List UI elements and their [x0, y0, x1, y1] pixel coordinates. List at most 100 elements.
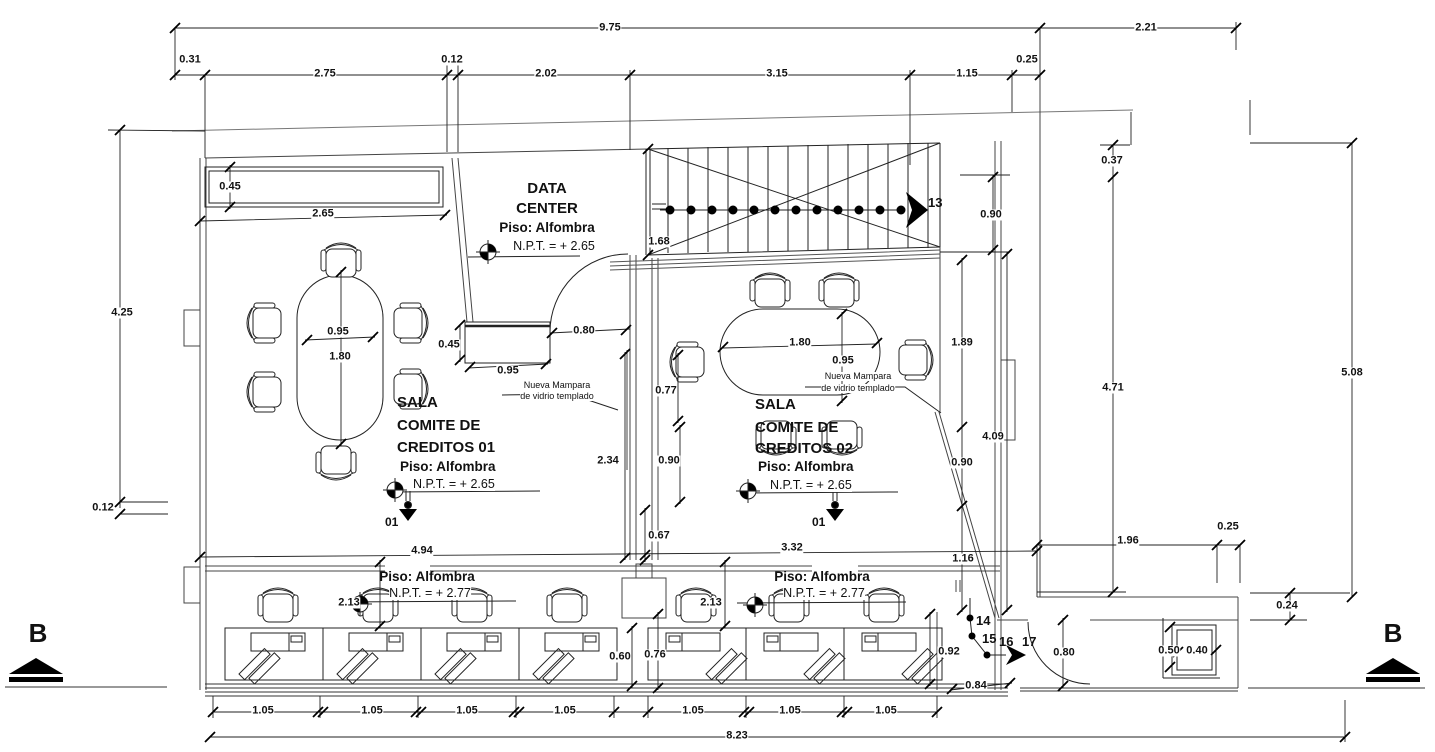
- room-label-sala-01: CREDITOS 01: [397, 439, 496, 456]
- level-marker: [382, 477, 408, 503]
- dim-label: 0.12: [91, 501, 115, 514]
- open-office-level-label: N.P.T. = + 2.77: [783, 586, 865, 600]
- dim-label: 1.05: [251, 704, 275, 717]
- dim-label: 1.89: [950, 336, 974, 349]
- dim-label: 0.37: [1100, 154, 1124, 167]
- glass-partition-note: de vidrio templado: [520, 391, 594, 401]
- dim-label: 0.45: [218, 180, 242, 193]
- room-floor-label: Piso: Alfombra: [400, 459, 496, 474]
- section-cut-symbol-left: [8, 657, 64, 683]
- dim-label: 2.75: [313, 67, 337, 80]
- dim-label: 0.60: [608, 650, 632, 663]
- dim-label: 2.13: [699, 596, 723, 609]
- dim-label: 0.84: [964, 679, 988, 692]
- dim-label: 0.95: [326, 325, 350, 338]
- dim-label: 1.05: [553, 704, 577, 717]
- dim-label: 0.45: [437, 338, 461, 351]
- doors: [549, 253, 1091, 685]
- section-marker-left: B: [28, 618, 48, 648]
- room-label-sala-02: CREDITOS 02: [755, 440, 854, 457]
- door-keynote-01-right: 01: [812, 515, 826, 529]
- stair-path-arrow: [652, 192, 928, 228]
- dim-label: 4.71: [1101, 381, 1125, 394]
- dim-label: 1.05: [360, 704, 384, 717]
- dim-label: 1.96: [1116, 534, 1140, 547]
- keynote-15: 15: [982, 631, 997, 646]
- dim-label: 1.16: [951, 552, 975, 565]
- dim-label: 0.12: [440, 53, 464, 66]
- room-label-sala-01: COMITE DE: [397, 417, 481, 434]
- oval-table-2: [719, 308, 881, 396]
- glass-partition-note: de vidrio templado: [821, 383, 895, 393]
- facade: [5, 683, 1425, 697]
- dim-label: 9.75: [598, 21, 622, 34]
- door-keynote-marker: [825, 490, 845, 522]
- door-keynote-marker: [398, 490, 418, 522]
- dim-label: 0.25: [1015, 53, 1039, 66]
- keynote-leaders: [966, 598, 1026, 665]
- dim-label: 0.95: [831, 354, 855, 367]
- room-label-data-center: CENTER: [516, 200, 578, 217]
- level-marker: [475, 239, 501, 265]
- room-label-sala-02: SALA: [755, 396, 796, 413]
- dim-label: 2.65: [311, 207, 335, 220]
- dim-label: 4.94: [410, 544, 434, 557]
- dim-label: 0.90: [950, 456, 974, 469]
- dim-label: 0.31: [178, 53, 202, 66]
- dim-label: 1.05: [778, 704, 802, 717]
- credenza: [204, 166, 444, 208]
- dim-label: 0.95: [496, 364, 520, 377]
- room-floor-label: Piso: Alfombra: [499, 220, 595, 235]
- dim-label: 4.09: [981, 430, 1005, 443]
- room-label-data-center: DATA: [527, 180, 567, 197]
- open-office-level-label: N.P.T. = + 2.77: [389, 586, 471, 600]
- dim-label: 3.32: [780, 541, 804, 554]
- dim-label: 4.25: [110, 306, 134, 319]
- open-office-floor-label: Piso: Alfombra: [379, 569, 475, 584]
- door-keynote-01-left: 01: [385, 515, 399, 529]
- dim-label: 0.80: [1052, 646, 1076, 659]
- dim-label: 0.67: [647, 529, 671, 542]
- dim-label: 2.21: [1134, 21, 1158, 34]
- dim-label: 0.24: [1275, 599, 1299, 612]
- dim-label: 1.05: [681, 704, 705, 717]
- dim-label: 0.77: [654, 384, 678, 397]
- section-cut-symbol-right: [1365, 657, 1421, 683]
- dim-label: 0.76: [643, 648, 667, 661]
- dim-label: 1.68: [647, 235, 671, 248]
- walls: [171, 80, 1239, 690]
- dim-label: 2.02: [534, 67, 558, 80]
- dimension-ticks: [114, 22, 1358, 743]
- room-label-sala-01: SALA: [397, 394, 438, 411]
- room-level-label: N.P.T. = + 2.65: [513, 239, 595, 253]
- dim-label: 0.50: [1157, 644, 1181, 657]
- dim-label: 1.80: [328, 350, 352, 363]
- room-level-label: N.P.T. = + 2.65: [770, 478, 852, 492]
- keynote-14: 14: [976, 613, 991, 628]
- open-office-floor-label: Piso: Alfombra: [774, 569, 870, 584]
- room-level-label: N.P.T. = + 2.65: [413, 477, 495, 491]
- dim-label: 5.08: [1340, 366, 1364, 379]
- level-marker: [742, 592, 768, 618]
- room-label-sala-02: COMITE DE: [755, 419, 839, 436]
- glass-partition-note: Nueva Mampara: [523, 380, 591, 390]
- dim-label: 1.05: [874, 704, 898, 717]
- dim-label: 0.92: [937, 645, 961, 658]
- dim-label: 1.80: [788, 336, 812, 349]
- room-floor-label: Piso: Alfombra: [758, 459, 854, 474]
- dim-label: 8.23: [725, 729, 749, 742]
- workstations: [224, 627, 944, 688]
- dim-label: 3.15: [765, 67, 789, 80]
- dimension-lines: [107, 22, 1353, 742]
- dim-label: 0.90: [657, 454, 681, 467]
- dim-label: 0.40: [1185, 644, 1209, 657]
- level-marker: [735, 478, 761, 504]
- keynote-13: 13: [928, 195, 943, 210]
- dim-label: 2.34: [596, 454, 620, 467]
- dim-label: 0.80: [572, 324, 596, 337]
- dc-cabinet: [464, 321, 551, 364]
- dim-label: 2.13: [337, 596, 361, 609]
- section-marker-right: B: [1383, 618, 1403, 648]
